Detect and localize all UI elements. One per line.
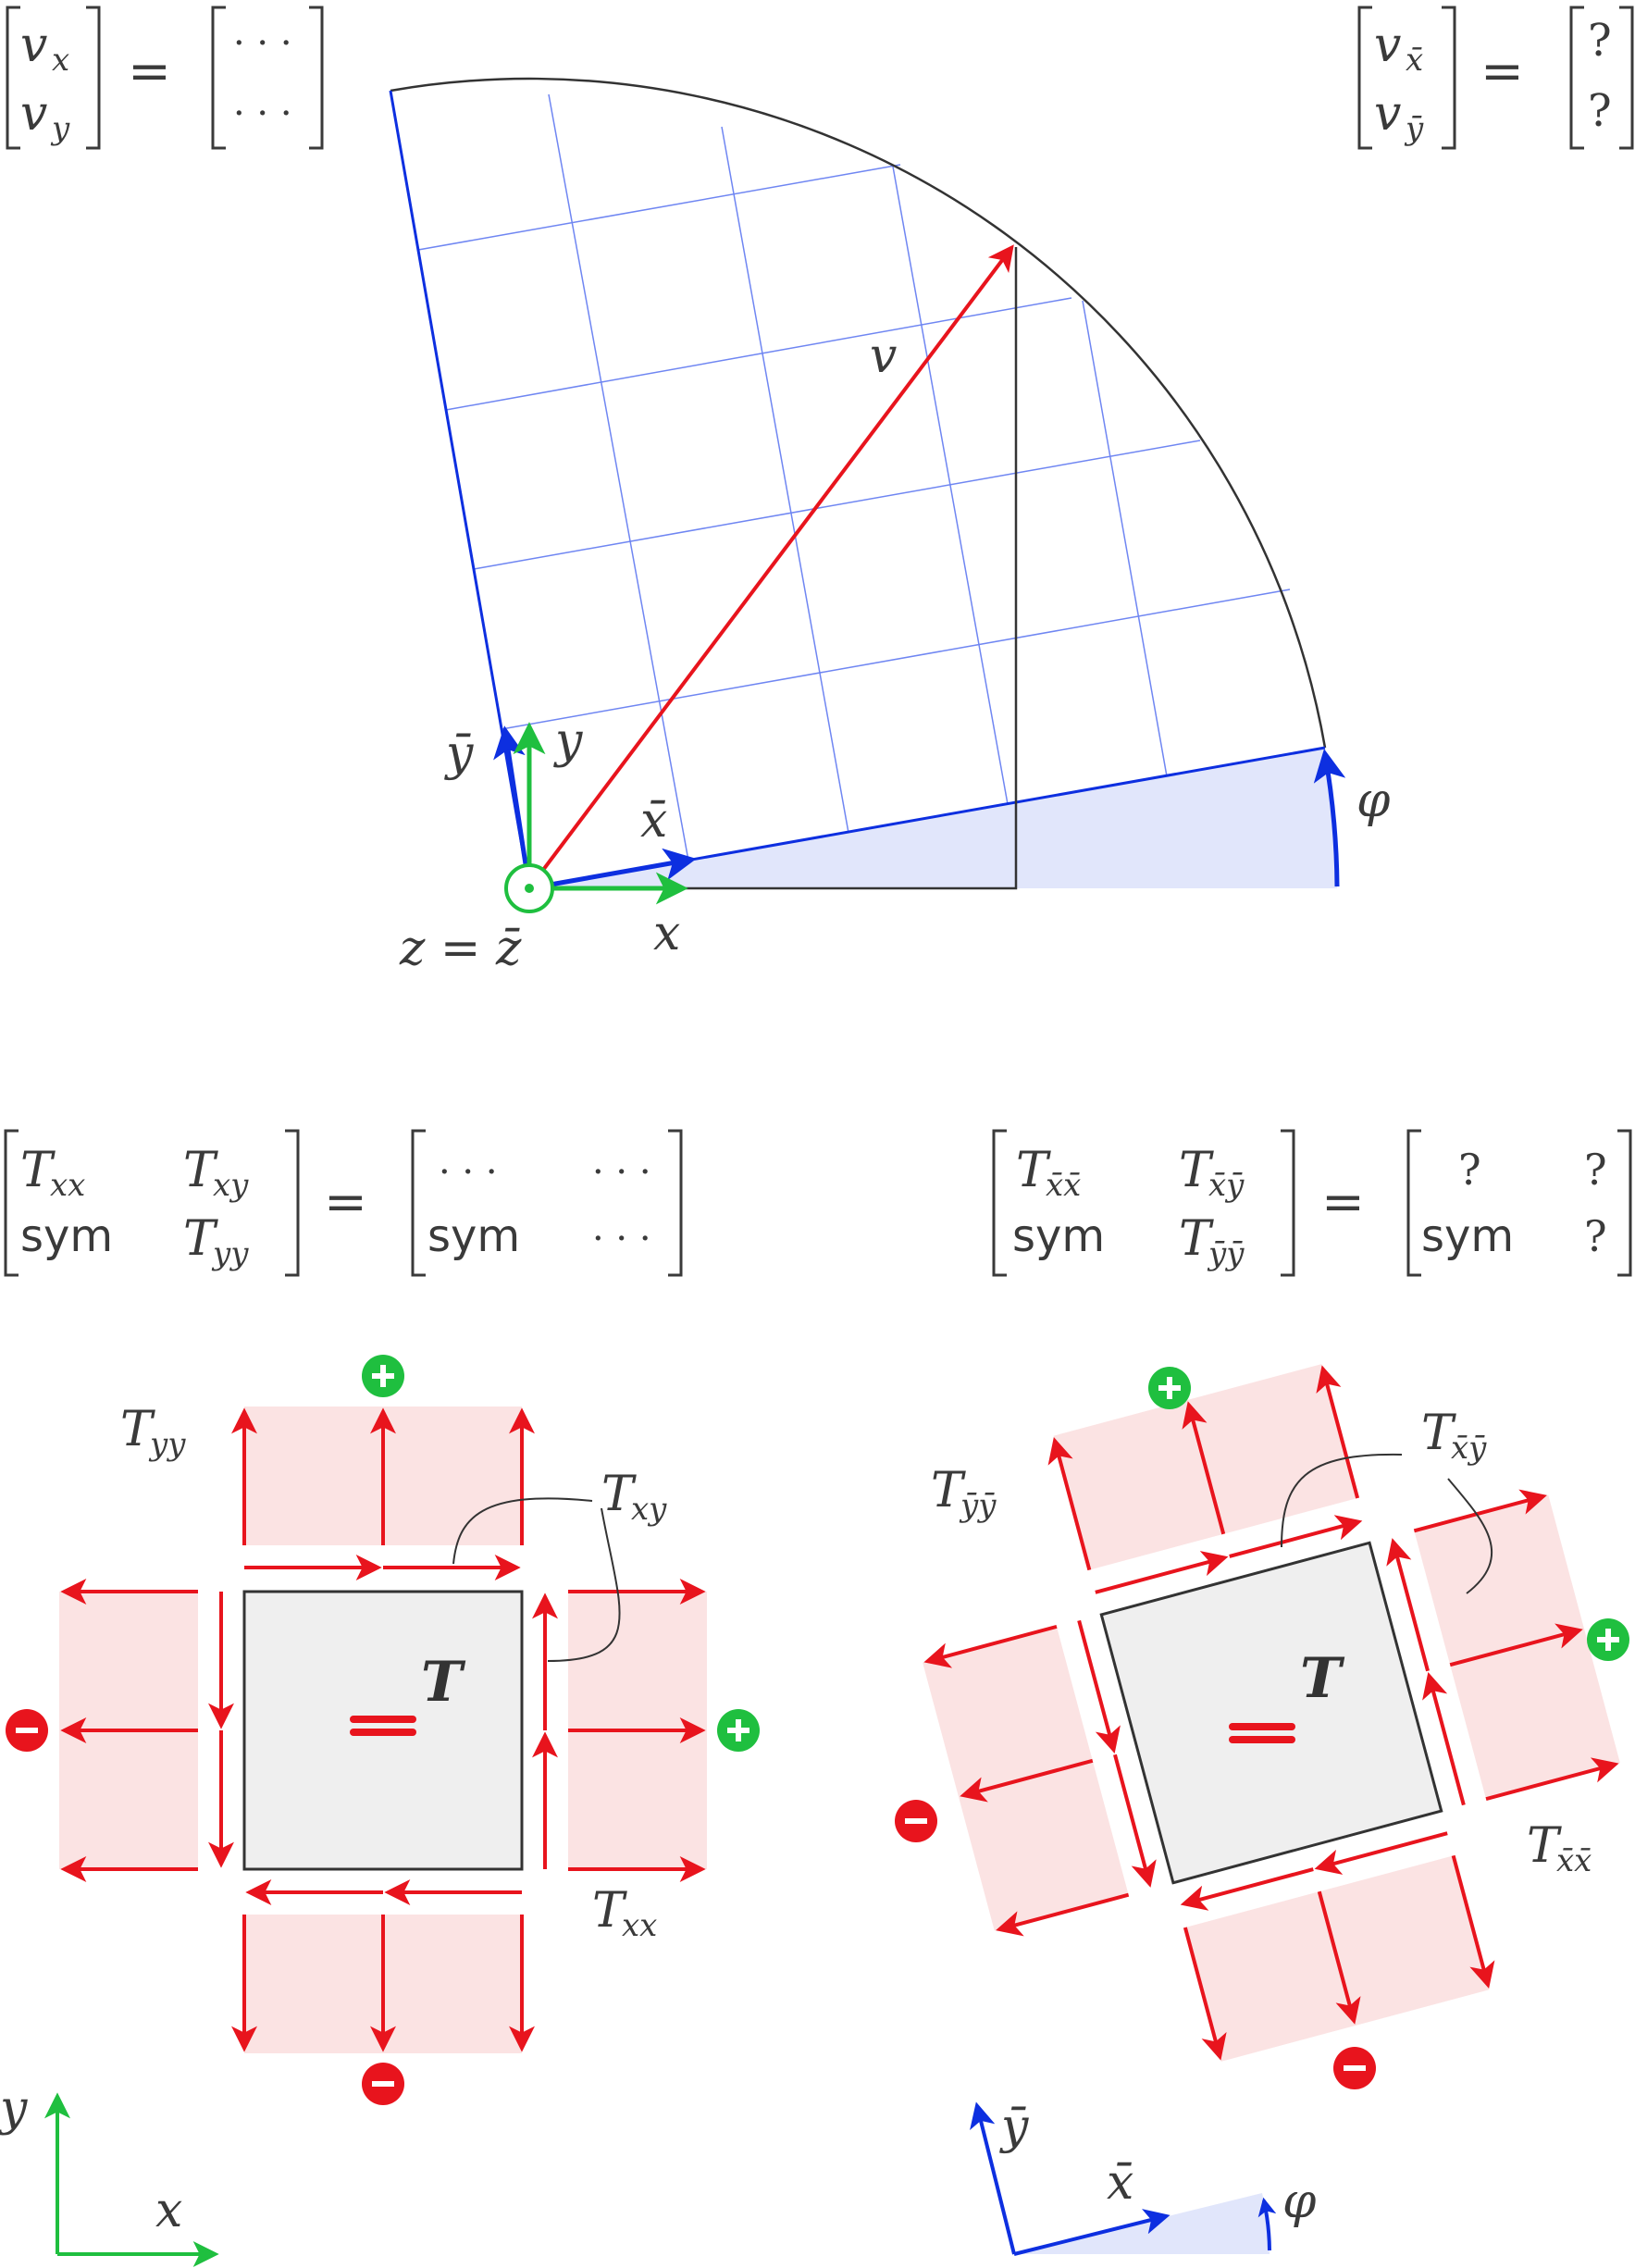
- plus-sign-icon: [1587, 1618, 1629, 1661]
- label-v: v: [870, 328, 897, 384]
- svg-text:T: T: [1179, 1211, 1214, 1267]
- v-x-component: v: [20, 18, 47, 73]
- minus-sign-icon: [6, 1709, 48, 1752]
- svg-text:x̄ȳ: x̄ȳ: [1451, 1430, 1487, 1467]
- dots-value: · · ·: [233, 93, 292, 135]
- minus-sign-icon: [1333, 2047, 1376, 2089]
- svg-text:x̄x̄: x̄x̄: [1046, 1167, 1081, 1204]
- sector-arc: [390, 77, 1327, 749]
- svg-text:=: =: [1480, 42, 1524, 102]
- svg-text:x̄: x̄: [1406, 42, 1423, 79]
- svg-text:xy: xy: [213, 1167, 249, 1204]
- label-y-bar: ȳ: [444, 726, 474, 782]
- svg-text:· · ·: · · ·: [592, 1151, 651, 1194]
- svg-text:=: =: [324, 1172, 367, 1233]
- v-y-component: v: [20, 86, 47, 142]
- svg-text:y: y: [50, 110, 70, 147]
- svg-text:T: T: [183, 1143, 218, 1198]
- label-Txx-bar: T: [1527, 1818, 1562, 1874]
- minus-sign-icon: [895, 1800, 937, 1842]
- question-mark: ?: [1588, 15, 1612, 67]
- rotated-grid: [417, 93, 1291, 861]
- equals-sign: =: [128, 42, 171, 102]
- label-x-bar: x̄: [640, 793, 667, 849]
- x-bar-axis-arrow: [1013, 2209, 1171, 2256]
- tensor-symbol: T: [1229, 1646, 1345, 1743]
- stress-element-left: T T yy T xy T xx x y: [0, 1355, 760, 2267]
- svg-text:=: =: [1321, 1172, 1365, 1233]
- svg-text:· · ·: · · ·: [592, 1218, 651, 1260]
- svg-text:T: T: [20, 1143, 56, 1198]
- label-phi: φ: [1356, 773, 1391, 828]
- tensor-symbol: T: [350, 1650, 466, 1736]
- rotated-stress-element-square: [1099, 1541, 1443, 1885]
- label-phi: φ: [1282, 2174, 1317, 2229]
- svg-text:?: ?: [1584, 1145, 1607, 1195]
- stress-element-right: T T ȳȳ T x̄ȳ T x̄x̄: [895, 1364, 1629, 2256]
- label-Txx: T: [592, 1883, 627, 1939]
- plus-sign-icon: [1148, 1367, 1191, 1409]
- svg-text:x̄x̄: x̄x̄: [1556, 1842, 1592, 1879]
- svg-text:sym: sym: [1421, 1210, 1514, 1262]
- question-mark: ?: [1588, 85, 1612, 137]
- rotation-sector-diagram: v ȳ y x̄ x z = z̄ φ: [389, 77, 1391, 976]
- label-Txy: T: [601, 1467, 637, 1522]
- svg-text:· · ·: · · ·: [439, 1151, 498, 1194]
- svg-text:x̄ȳ: x̄ȳ: [1208, 1167, 1245, 1204]
- svg-text:sym: sym: [427, 1210, 520, 1262]
- vector-equation-left: v x v y = · · · · · ·: [6, 6, 324, 150]
- minus-sign-icon: [362, 2063, 404, 2105]
- svg-text:yy: yy: [211, 1235, 249, 1272]
- svg-text:v: v: [1374, 86, 1401, 142]
- y-bar-axis-arrow: [493, 725, 532, 889]
- label-Txy-bar: T: [1421, 1406, 1456, 1461]
- dots-value: · · ·: [233, 22, 292, 65]
- label-z: z = z̄: [399, 921, 522, 976]
- svg-text:?: ?: [1584, 1211, 1607, 1261]
- tensor-equation-left: T xx T xy sym T yy = · · · · · · sym · ·…: [4, 1129, 683, 1277]
- y-bar-axis-arrow: [970, 2101, 1016, 2255]
- svg-text:ȳȳ: ȳȳ: [1207, 1235, 1245, 1272]
- projection-lines: [529, 247, 1018, 890]
- label-x: x: [653, 906, 680, 961]
- vector-v-arrow: [527, 244, 1014, 890]
- label-y: y: [553, 713, 583, 769]
- svg-text:T: T: [183, 1211, 218, 1267]
- svg-text:ȳ: ȳ: [1404, 110, 1424, 147]
- svg-text:T: T: [421, 1650, 466, 1715]
- label-Tyy: T: [120, 1402, 155, 1457]
- phi-arc-arrow: [1257, 2197, 1277, 2251]
- x-bar-axis-arrow: [528, 848, 697, 891]
- axis-label-x: x: [155, 2183, 182, 2238]
- sym-label: sym: [20, 1210, 113, 1262]
- phi-arc-arrow: [1313, 749, 1346, 887]
- axis-label-y-bar: ȳ: [999, 2100, 1029, 2155]
- svg-text:xx: xx: [622, 1907, 657, 1944]
- tensor-equation-right: T x̄x̄ T x̄ȳ sym T ȳȳ = ? ? sym ?: [992, 1129, 1632, 1277]
- svg-text:xy: xy: [631, 1491, 667, 1528]
- vector-equation-right: v x̄ v ȳ = ? ?: [1357, 6, 1634, 150]
- svg-text:T: T: [1179, 1143, 1214, 1198]
- svg-text:T: T: [1016, 1143, 1051, 1198]
- svg-text:sym: sym: [1012, 1210, 1105, 1262]
- axis-label-y: y: [0, 2081, 28, 2137]
- svg-text:x: x: [52, 42, 69, 79]
- svg-text:v: v: [1374, 18, 1401, 73]
- svg-text:?: ?: [1458, 1145, 1481, 1195]
- label-Tyy-bar: T: [931, 1463, 966, 1518]
- svg-text:T: T: [1300, 1646, 1345, 1711]
- plus-sign-icon: [717, 1709, 760, 1752]
- plus-sign-icon: [362, 1355, 404, 1397]
- svg-text:yy: yy: [148, 1426, 186, 1463]
- svg-text:xx: xx: [50, 1167, 85, 1204]
- svg-text:ȳȳ: ȳȳ: [959, 1487, 997, 1524]
- axis-label-x-bar: x̄: [1107, 2155, 1133, 2211]
